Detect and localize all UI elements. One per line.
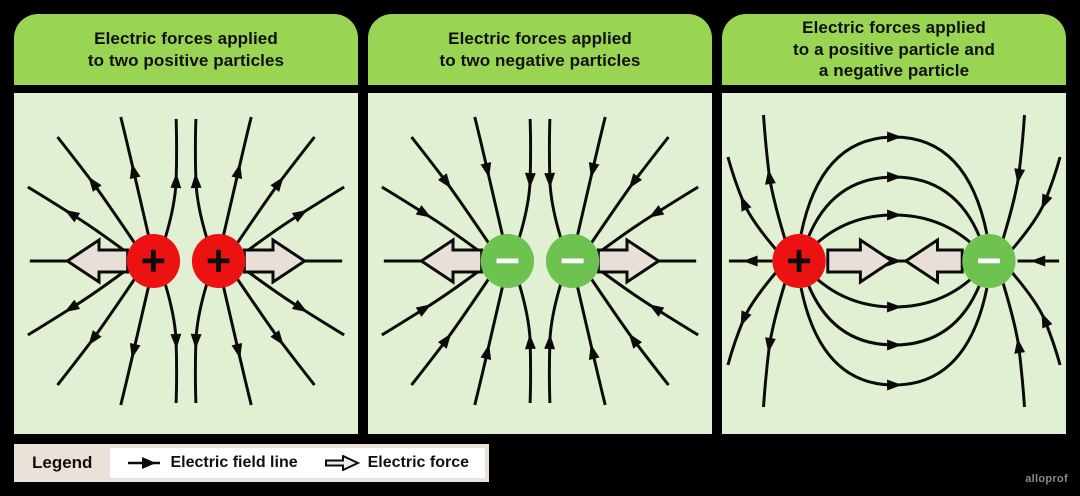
positive-charge bbox=[191, 234, 246, 288]
field-line bbox=[814, 276, 974, 313]
charge-symbol: + bbox=[206, 236, 231, 285]
field-line bbox=[590, 278, 670, 386]
field-line bbox=[27, 185, 129, 255]
charges: + + bbox=[126, 234, 246, 288]
field-line bbox=[190, 118, 209, 239]
panel-two-negative: Electric forces applied to two negative … bbox=[368, 14, 712, 434]
field-line bbox=[243, 267, 345, 337]
field-line bbox=[222, 116, 253, 236]
field-line bbox=[576, 286, 607, 406]
field-line bbox=[1001, 114, 1026, 241]
negative-charge bbox=[545, 234, 600, 288]
field-lines bbox=[726, 114, 1062, 408]
field-diagram-two-positive: + + bbox=[27, 116, 345, 406]
legend-item-force: Electric force bbox=[324, 454, 469, 472]
field-line bbox=[163, 283, 182, 404]
field-line bbox=[56, 278, 136, 386]
field-line bbox=[544, 118, 563, 239]
panel-body: + − bbox=[722, 93, 1066, 434]
field-line bbox=[1001, 281, 1026, 408]
field-line bbox=[799, 131, 989, 235]
charges: − − bbox=[480, 234, 600, 288]
field-line bbox=[814, 209, 974, 246]
panel-two-positive: Electric forces applied to two positive … bbox=[14, 14, 358, 434]
field-line bbox=[119, 116, 150, 236]
charges: + − bbox=[772, 234, 1016, 288]
field-line bbox=[236, 278, 316, 386]
field-line bbox=[517, 118, 536, 239]
positive-charge bbox=[772, 234, 826, 288]
panel-header: Electric forces applied to two negative … bbox=[368, 14, 712, 85]
panel-title: Electric forces applied to a positive pa… bbox=[793, 17, 995, 81]
field-line bbox=[597, 267, 699, 337]
field-line bbox=[381, 185, 483, 255]
field-line bbox=[27, 267, 129, 337]
panel-positive-negative: Electric forces applied to a positive pa… bbox=[722, 14, 1066, 434]
field-line bbox=[806, 283, 982, 351]
field-line bbox=[163, 118, 182, 239]
field-line bbox=[590, 136, 670, 244]
charge-symbol: − bbox=[495, 236, 520, 285]
force-arrows bbox=[418, 237, 662, 285]
field-line bbox=[243, 185, 345, 255]
field-line bbox=[410, 278, 490, 386]
positive-charge bbox=[126, 234, 181, 288]
field-line bbox=[597, 185, 699, 255]
field-line bbox=[517, 283, 536, 404]
field-line bbox=[236, 136, 316, 244]
panel-header: Electric forces applied to two positive … bbox=[14, 14, 358, 85]
field-line bbox=[762, 281, 787, 408]
force-arrows bbox=[64, 237, 308, 285]
field-lines bbox=[381, 116, 699, 406]
panels-row: Electric forces applied to two positive … bbox=[14, 14, 1066, 434]
negative-charge bbox=[480, 234, 535, 288]
panel-header: Electric forces applied to a positive pa… bbox=[722, 14, 1066, 85]
field-diagram-two-negative: − − bbox=[381, 116, 699, 406]
field-line bbox=[799, 287, 989, 391]
panel-title: Electric forces applied to two negative … bbox=[439, 28, 641, 70]
legend-title: Legend bbox=[32, 453, 93, 472]
charge-symbol: + bbox=[786, 236, 811, 285]
watermark-logo: alloprof bbox=[1025, 473, 1068, 485]
negative-charge bbox=[962, 234, 1016, 288]
panel-body: − − bbox=[368, 93, 712, 434]
field-line bbox=[473, 116, 504, 236]
field-line bbox=[1010, 156, 1062, 251]
legend-item-label: Electric force bbox=[367, 454, 469, 471]
field-line bbox=[190, 283, 209, 404]
field-line-icon bbox=[128, 457, 161, 469]
charge-symbol: − bbox=[560, 236, 585, 285]
field-line bbox=[381, 267, 483, 337]
legend: Legend Electric field line Electric forc… bbox=[14, 444, 489, 482]
field-line bbox=[726, 156, 778, 251]
field-line bbox=[222, 286, 253, 406]
legend-item-label: Electric field line bbox=[170, 454, 298, 471]
field-line bbox=[410, 136, 490, 244]
field-line bbox=[1010, 271, 1062, 366]
charge-symbol: − bbox=[976, 236, 1001, 285]
force-arrow-right-pointing bbox=[826, 237, 895, 285]
charge-symbol: + bbox=[141, 236, 166, 285]
field-line bbox=[473, 286, 504, 406]
force-arrow-left-pointing bbox=[903, 237, 964, 285]
force-arrow-icon bbox=[324, 455, 360, 471]
field-line bbox=[56, 136, 136, 244]
field-diagram-positive-negative: + − bbox=[726, 114, 1062, 408]
field-line bbox=[726, 271, 778, 366]
field-line bbox=[576, 116, 607, 236]
force-arrows bbox=[826, 237, 964, 285]
field-line bbox=[806, 171, 982, 239]
field-line bbox=[119, 286, 150, 406]
panel-title: Electric forces applied to two positive … bbox=[87, 28, 285, 70]
panel-body: + + bbox=[14, 93, 358, 434]
legend-item-field-line: Electric field line bbox=[126, 454, 298, 472]
legend-items: Electric field line Electric force bbox=[110, 448, 485, 478]
field-line bbox=[762, 114, 787, 241]
field-line bbox=[544, 283, 563, 404]
